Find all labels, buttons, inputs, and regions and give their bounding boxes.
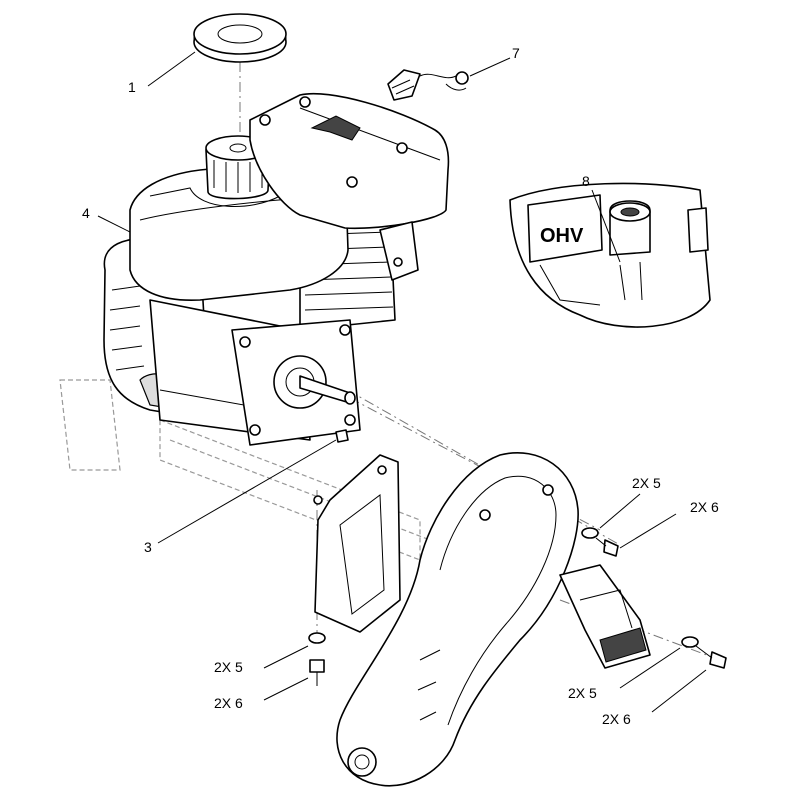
- hardware-right-lower: [681, 636, 727, 669]
- bolt-6-right-upper: [603, 539, 619, 557]
- washer-5-right-lower: [681, 636, 699, 648]
- hardware-left-lower: [308, 632, 326, 686]
- callout-7: 7: [512, 45, 520, 61]
- part-7-wire-connector: [387, 69, 469, 101]
- inset-detail-view: OHV: [509, 182, 711, 328]
- inset-engine-label: OHV: [540, 225, 584, 247]
- small-bracket-right: [559, 564, 651, 669]
- part-3-key: [335, 429, 349, 443]
- callout-6-left: 2X 6: [214, 695, 243, 711]
- callout-labels: 1 7 4 8 3 2X 5 2X 6 2X 5 2X 6 2X 5 2X 6: [82, 45, 719, 727]
- bolt-6-left: [309, 659, 325, 673]
- callout-3: 3: [144, 539, 152, 555]
- washer-5-right-upper: [581, 527, 599, 539]
- part-4-engine: [59, 92, 450, 471]
- callout-5-left: 2X 5: [214, 659, 243, 675]
- callout-5-bottom: 2X 5: [568, 685, 597, 701]
- callout-4: 4: [82, 205, 90, 221]
- callout-5-right: 2X 5: [632, 475, 661, 491]
- callout-8: 8: [582, 173, 590, 189]
- callout-6-bottom: 2X 6: [602, 711, 631, 727]
- part-1-foam-ring: [193, 13, 287, 63]
- callout-1: 1: [128, 79, 136, 95]
- leader-lines: [97, 51, 707, 713]
- side-frame-plate: [336, 452, 579, 787]
- mounting-plate-left: [313, 454, 401, 633]
- bolt-6-right-lower: [709, 651, 727, 669]
- washer-5-left: [308, 632, 326, 644]
- hardware-right-upper: [581, 527, 619, 557]
- callout-6-right: 2X 6: [690, 499, 719, 515]
